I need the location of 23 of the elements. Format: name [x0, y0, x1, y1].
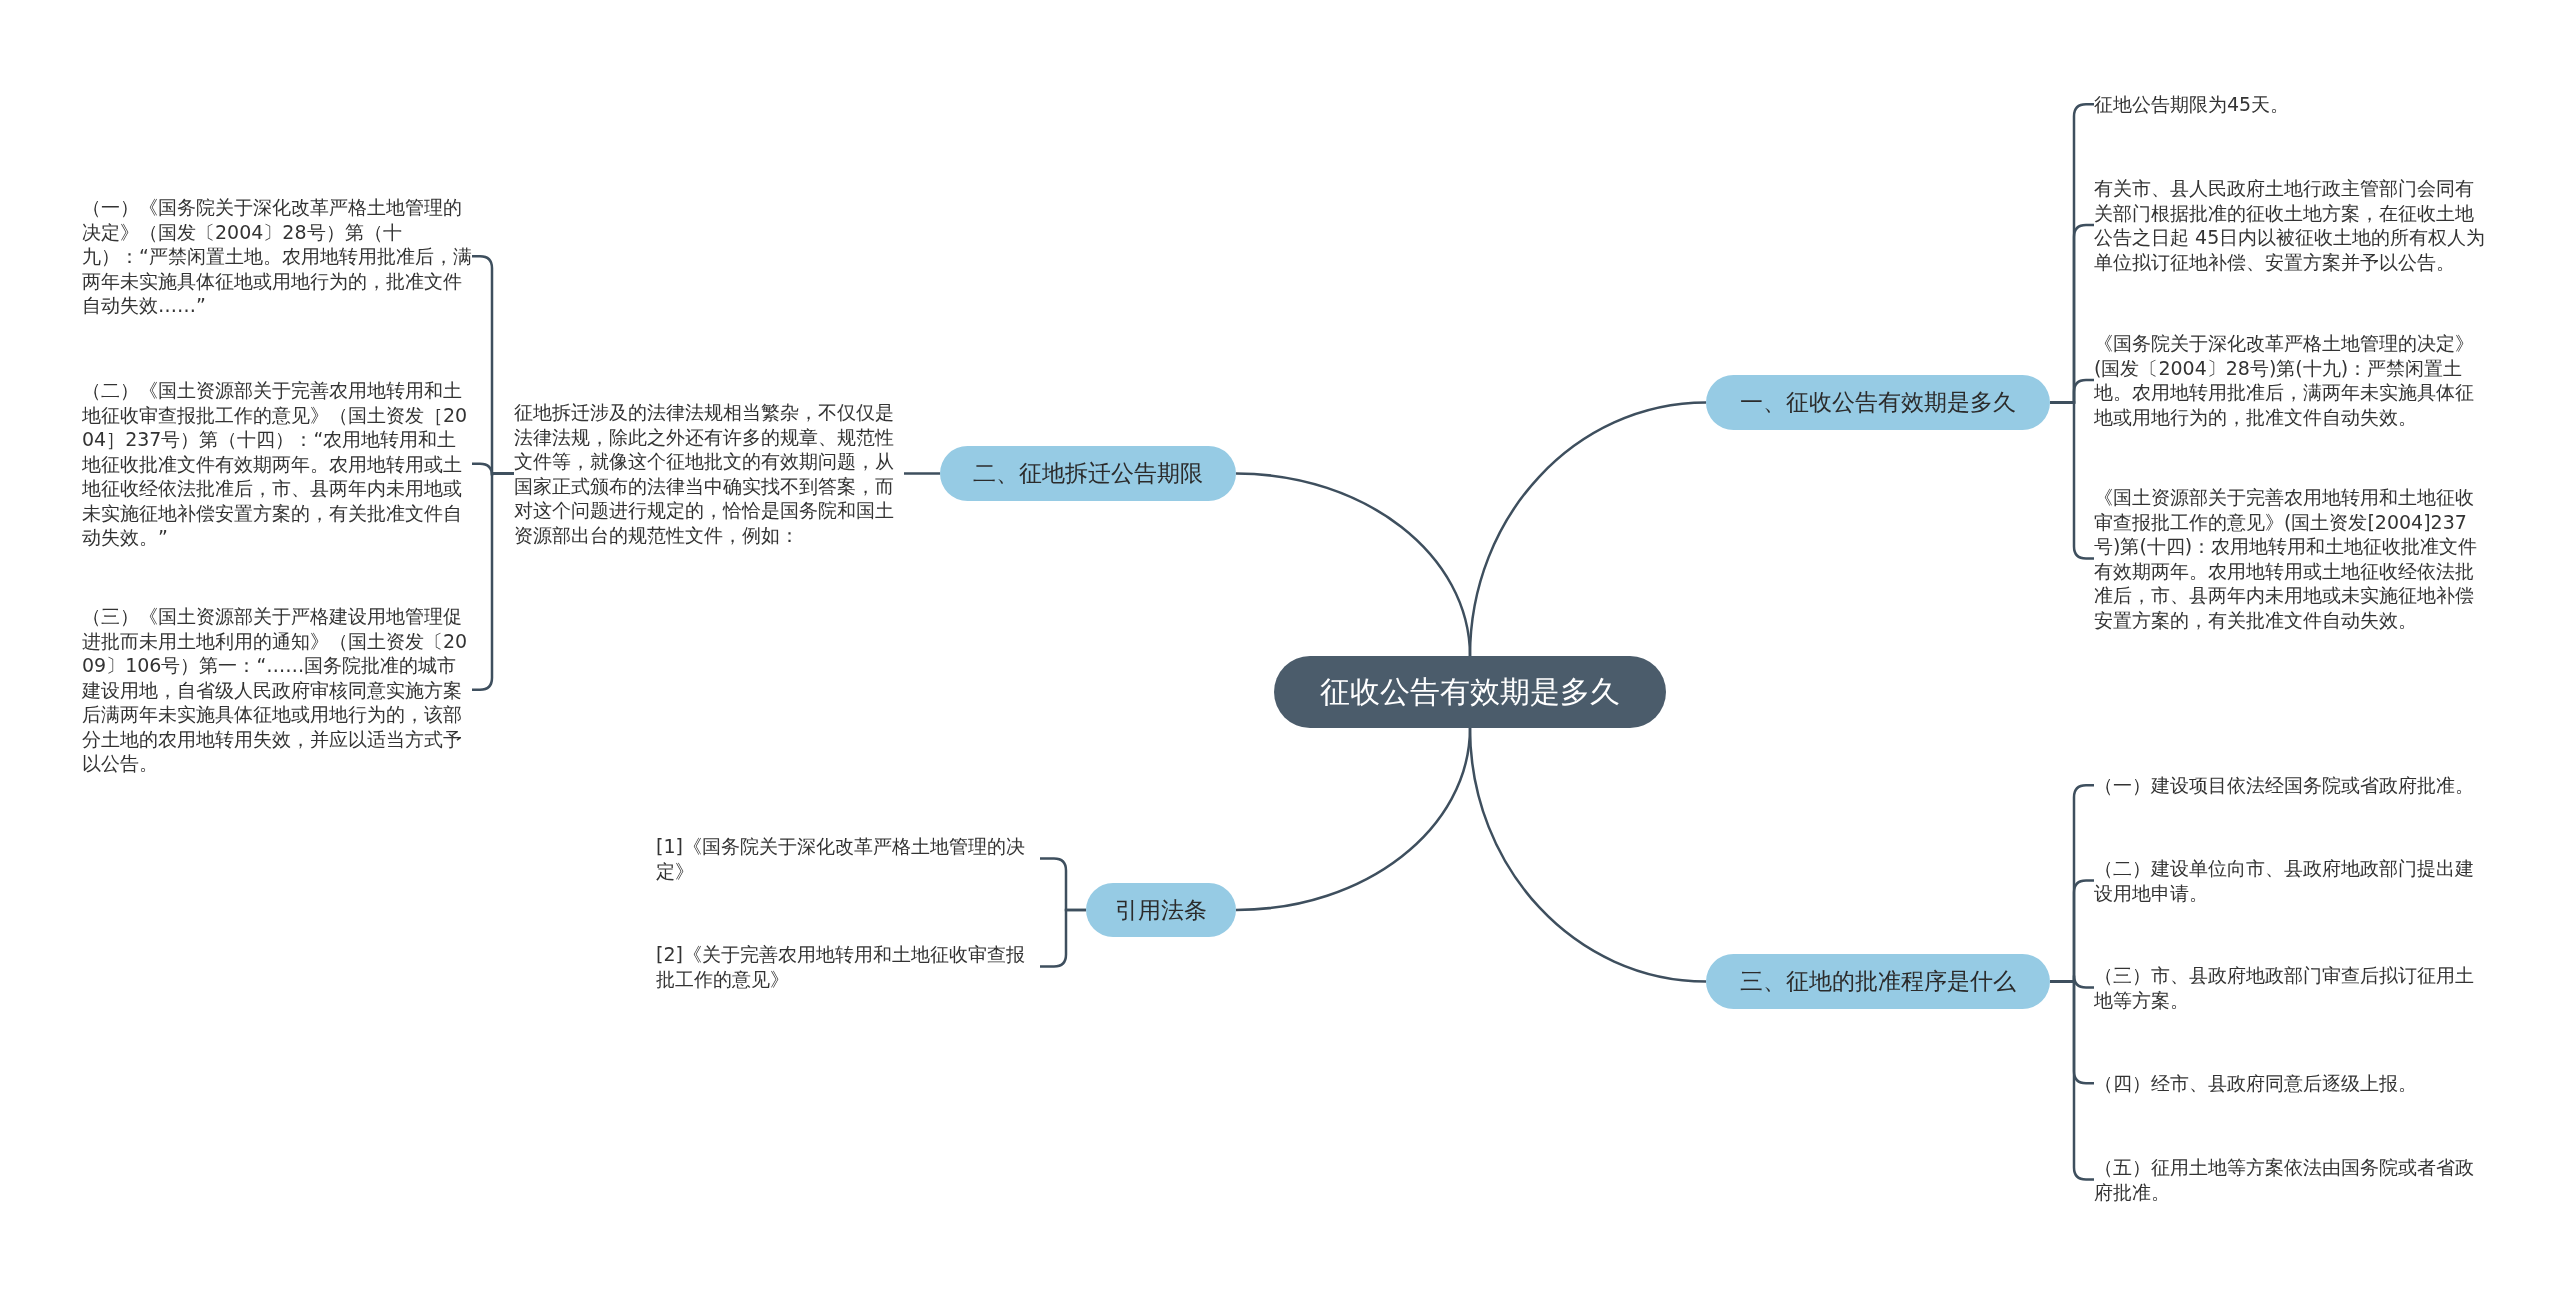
- note-text: （二）建设单位向市、县政府地政部门提出建设用地申请。: [2094, 856, 2486, 905]
- topic-pill: 引用法条: [1086, 883, 1236, 937]
- note-text: 征地公告期限为45天。: [2094, 92, 2486, 117]
- note-text: （三）《国土资源部关于严格建设用地管理促进批而未用土地利用的通知》（国土资发〔2009〕106号）第一：“……国务院批准的城市建设用地，自省级人民政府审核同意实施方案后满两年未实施具体征地或用地行为的，该部分土地的农用地转用失效，并应以适当方式予以公告。: [82, 604, 472, 776]
- topic-pill: 二、征地拆迁公告期限: [940, 446, 1236, 501]
- note-text: （二）《国土资源部关于完善农用地转用和土地征收审查报批工作的意见》（国土资发［2004］237号）第（十四）：“农用地转用和土地征收批准文件有效期两年。农用地转用或土地征收经依法批准后，市、县两年内未用地或未实施征地补偿安置方案的，有关批准文件自动失效。”: [82, 378, 472, 550]
- connector-line: [904, 472, 940, 475]
- note-text: （一）《国务院关于深化改革严格土地管理的决定》（国发〔2004〕28号）第（十九）：“严禁闲置土地。农用地转用批准后，满两年未实施具体征地或用地行为的，批准文件自动失效……”: [82, 195, 472, 318]
- connector-line: [1235, 727, 1472, 912]
- note-text: 有关市、县人民政府土地行政主管部门会同有关部门根据批准的征收土地方案，在征收土地公告之日起 45日内以被征收土地的所有权人为单位拟订征地补偿、安置方案并予以公告。: [2094, 176, 2486, 274]
- note-text: （五）征用土地等方案依法由国务院或者省政府批准。: [2094, 1155, 2486, 1204]
- note-text: 《国务院关于深化改革严格土地管理的决定》(国发〔2004〕28号)第(十九)：严禁闲置土地。农用地转用批准后，满两年未实施具体征地或用地行为的，批准文件自动失效。: [2094, 331, 2486, 429]
- central-topic: 征收公告有效期是多久: [1274, 656, 1666, 728]
- note-text: （四）经市、县政府同意后逐级上报。: [2094, 1071, 2486, 1096]
- reference-text: [1]《国务院关于深化改革严格土地管理的决定》: [656, 834, 1040, 883]
- paragraph-text: 征地拆迁涉及的法律法规相当繁杂，不仅仅是法律法规，除此之外还有许多的规章、规范性文件等，就像这个征地批文的有效期问题，从国家正式颁布的法律当中确实找不到答案，而对这个问题进行规定的，恰恰是国务院和国土资源部出台的规范性文件，例如：: [514, 400, 904, 547]
- note-text: （一）建设项目依法经国务院或省政府批准。: [2094, 773, 2486, 798]
- topic-pill: 三、征地的批准程序是什么: [1706, 954, 2050, 1009]
- note-text: （三）市、县政府地政部门审查后拟订征用土地等方案。: [2094, 963, 2486, 1012]
- topic-pill: 一、征收公告有效期是多久: [1706, 375, 2050, 430]
- reference-text: [2]《关于完善农用地转用和土地征收审查报批工作的意见》: [656, 942, 1040, 991]
- connector-line: [1235, 472, 1472, 657]
- note-text: 《国土资源部关于完善农用地转用和土地征收审查报批工作的意见》(国土资发[2004]237号)第(十四)：农用地转用和土地征收批准文件有效期两年。农用地转用或土地征收经依法批准后，市、县两年内未用地或未实施征地补偿安置方案的，有关批准文件自动失效。: [2094, 485, 2486, 632]
